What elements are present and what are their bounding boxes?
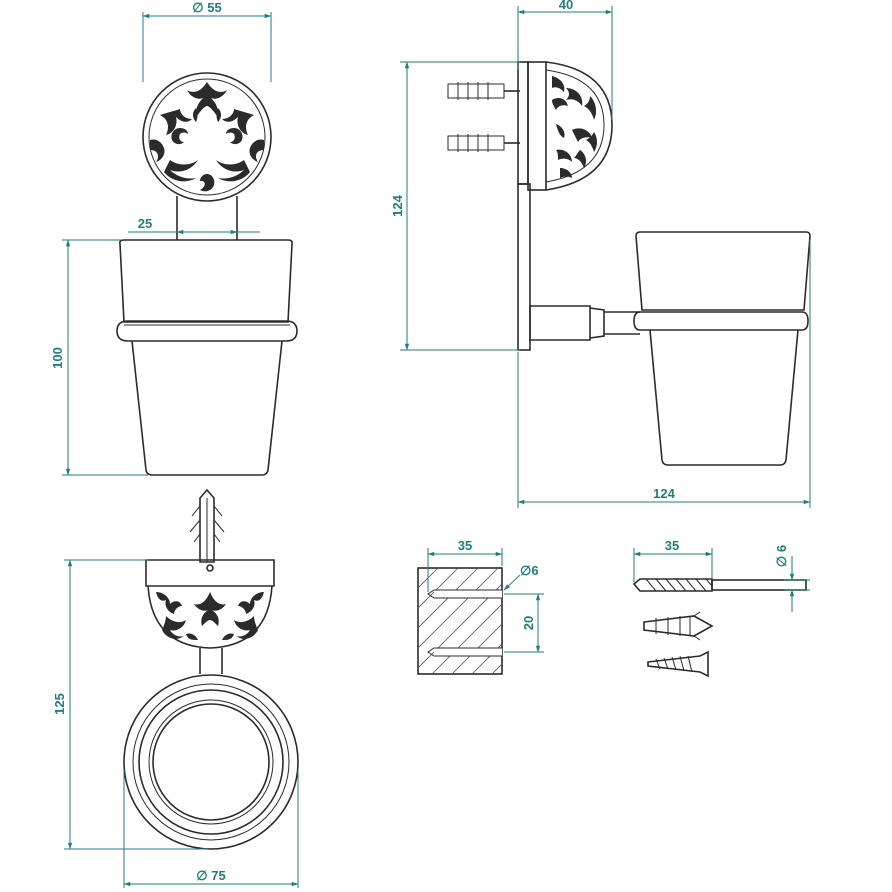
label-drill-length: 35	[665, 538, 679, 553]
label-block-width: 35	[458, 538, 472, 553]
label-side-length: 124	[653, 486, 675, 501]
dim-cup-height: 100	[50, 239, 148, 476]
block-hatching	[418, 568, 502, 674]
drill-block-section: 35 ∅6 20	[417, 538, 544, 675]
dim-block-width: 35	[427, 538, 503, 592]
screw	[647, 650, 709, 678]
side-ornament	[552, 76, 597, 178]
wall-plug	[643, 611, 714, 641]
label-stem-width: 25	[138, 216, 152, 231]
label-hole-spacing: 20	[521, 616, 536, 630]
dim-bottom-height: 125	[52, 559, 208, 850]
dim-side-height: 124	[390, 61, 520, 351]
label-front-diameter: ∅ 55	[192, 0, 221, 15]
bottom-plug	[189, 488, 225, 563]
side-view: 40 124 124	[390, 0, 811, 508]
dim-drill-diameter: ∅ 6	[774, 545, 810, 612]
dim-ring-diameter: ∅ 75	[123, 770, 299, 888]
label-ring-diameter: ∅ 75	[196, 868, 225, 883]
bottom-view: 125 ∅ 75	[52, 488, 299, 888]
label-side-height: 124	[390, 194, 405, 216]
dim-hole-diameter: ∅6	[503, 563, 539, 591]
dim-stem-width: 25	[128, 216, 260, 235]
bottom-ornament	[156, 592, 264, 640]
label-hole-diameter: ∅6	[520, 563, 539, 578]
label-drill-diameter: ∅ 6	[774, 545, 789, 567]
dim-front-diameter: ∅ 55	[142, 0, 272, 82]
front-view: ∅ 55 25 100	[50, 0, 298, 476]
front-ornament	[150, 82, 264, 192]
wall-plugs	[447, 82, 520, 152]
hardware-set: 35 ∅ 6	[632, 538, 810, 678]
dim-side-depth: 40	[517, 0, 613, 120]
dim-side-length: 124	[517, 240, 811, 508]
label-cup-height: 100	[50, 347, 65, 369]
dim-drill-length: 35	[633, 538, 713, 582]
label-side-depth: 40	[559, 0, 573, 12]
drill-bit	[632, 578, 807, 592]
front-rosette	[142, 72, 272, 202]
dim-hole-spacing: 20	[504, 593, 544, 653]
label-bottom-height: 125	[52, 693, 67, 715]
